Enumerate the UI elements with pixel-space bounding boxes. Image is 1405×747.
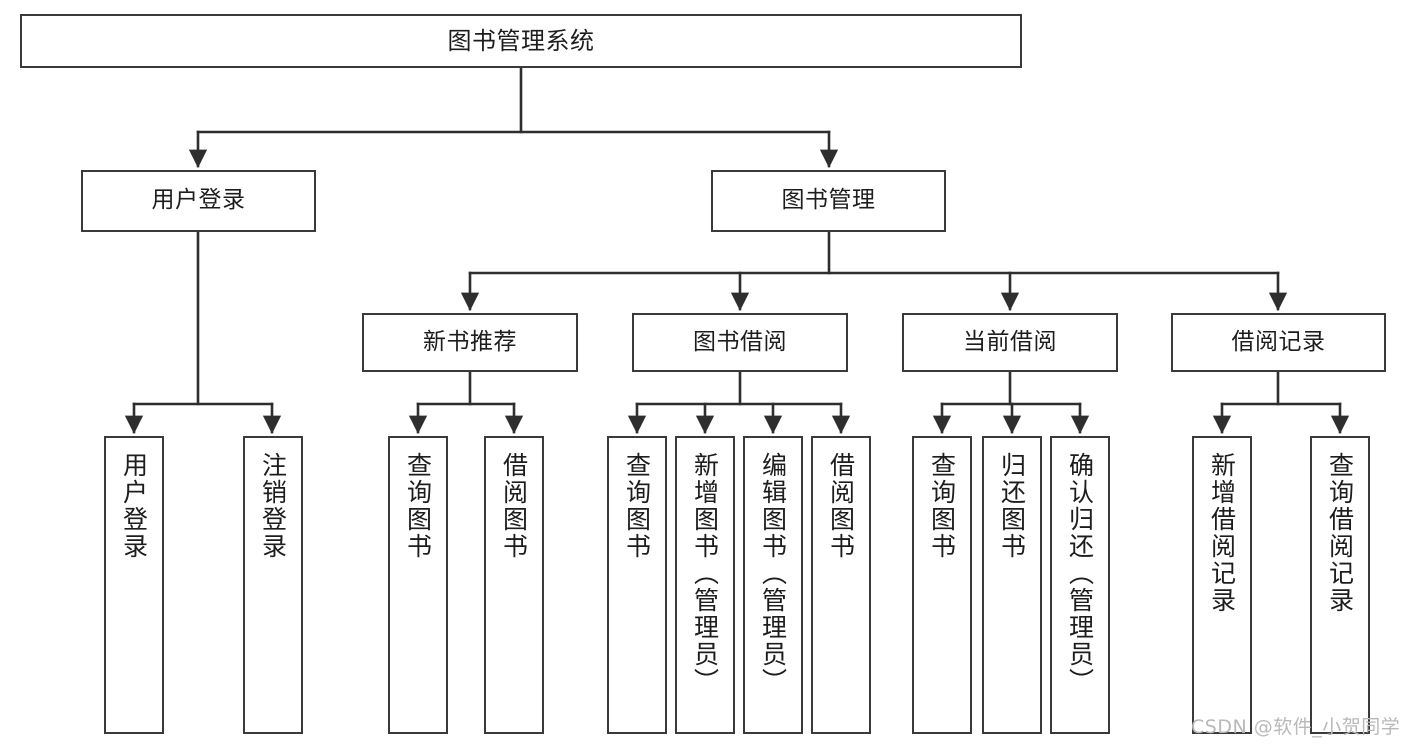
- node-leaf-query-book-current-label: 查询图书: [927, 452, 957, 560]
- node-leaf-add-borrowing-record[interactable]: 新增借阅记录: [1192, 436, 1252, 734]
- node-leaf-borrow-book-new-rec[interactable]: 借阅图书: [484, 436, 544, 734]
- node-leaf-query-borrowing-record-label: 查询借阅记录: [1325, 452, 1355, 614]
- node-leaf-return-book[interactable]: 归还图书: [982, 436, 1042, 734]
- node-leaf-user-login[interactable]: 用户登录: [104, 436, 164, 734]
- node-leaf-user-logout-label: 注销登录: [258, 452, 288, 560]
- node-root-book-management-system[interactable]: 图书管理系统: [20, 14, 1022, 68]
- node-book-management[interactable]: 图书管理: [711, 170, 946, 232]
- node-leaf-edit-book-admin[interactable]: 编辑图书（管理员）: [743, 436, 803, 734]
- node-leaf-query-book-borrowing[interactable]: 查询图书: [607, 436, 667, 734]
- node-borrowing-record-label: 借阅记录: [1231, 328, 1326, 355]
- csdn-watermark: CSDN @软件_小贺同学: [1191, 716, 1401, 738]
- node-leaf-user-logout[interactable]: 注销登录: [243, 436, 303, 734]
- node-leaf-query-book-borrowing-label: 查询图书: [622, 452, 652, 560]
- node-root-label: 图书管理系统: [447, 26, 595, 55]
- node-book-borrowing[interactable]: 图书借阅: [632, 313, 848, 372]
- node-leaf-user-login-label: 用户登录: [119, 452, 149, 560]
- node-leaf-query-borrowing-record[interactable]: 查询借阅记录: [1310, 436, 1370, 734]
- node-new-book-recommendation-label: 新书推荐: [423, 328, 517, 355]
- node-leaf-query-book-current[interactable]: 查询图书: [912, 436, 972, 734]
- node-leaf-confirm-return-admin[interactable]: 确认归还（管理员）: [1050, 436, 1110, 734]
- node-leaf-return-book-label: 归还图书: [997, 452, 1027, 560]
- node-leaf-borrow-book-new-rec-label: 借阅图书: [499, 452, 529, 560]
- node-leaf-borrow-book-borrowing-label: 借阅图书: [826, 452, 856, 560]
- node-leaf-add-book-admin[interactable]: 新增图书（管理员）: [675, 436, 735, 734]
- node-leaf-confirm-return-admin-label: 确认归还（管理员）: [1065, 452, 1095, 695]
- node-leaf-query-book-new-rec[interactable]: 查询图书: [388, 436, 448, 734]
- node-current-borrowing-label: 当前借阅: [963, 328, 1057, 355]
- node-book-management-label: 图书管理: [781, 187, 876, 214]
- node-new-book-recommendation[interactable]: 新书推荐: [362, 313, 578, 372]
- node-leaf-query-book-new-rec-label: 查询图书: [403, 452, 433, 560]
- node-book-borrowing-label: 图书借阅: [693, 328, 787, 355]
- node-leaf-borrow-book-borrowing[interactable]: 借阅图书: [811, 436, 871, 734]
- node-user-login[interactable]: 用户登录: [81, 170, 316, 232]
- node-leaf-add-borrowing-record-label: 新增借阅记录: [1207, 452, 1237, 614]
- node-current-borrowing[interactable]: 当前借阅: [902, 313, 1118, 372]
- node-borrowing-record[interactable]: 借阅记录: [1171, 313, 1386, 372]
- node-user-login-label: 用户登录: [151, 187, 246, 214]
- node-leaf-add-book-admin-label: 新增图书（管理员）: [690, 452, 720, 695]
- node-leaf-edit-book-admin-label: 编辑图书（管理员）: [758, 452, 788, 695]
